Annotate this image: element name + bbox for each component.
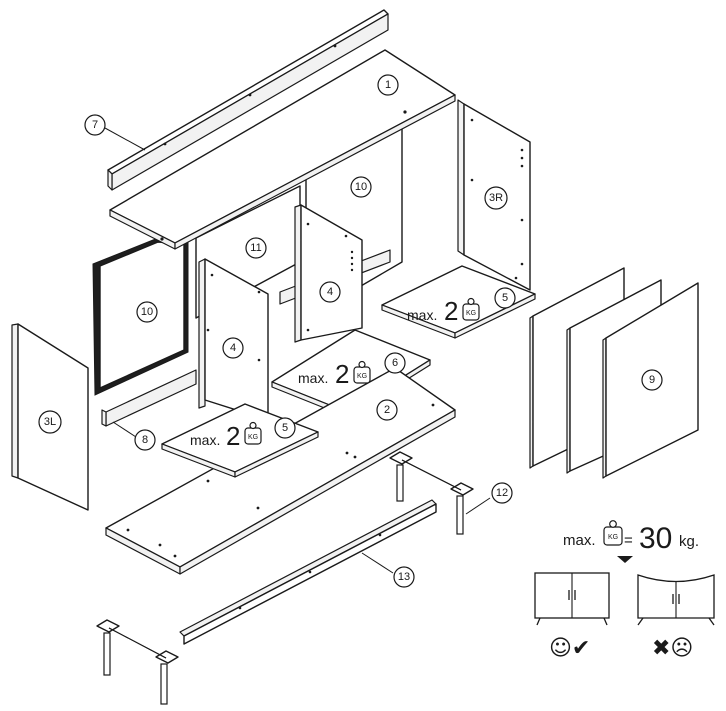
svg-text:max.: max. [190,432,220,448]
bottom-panel-2 [105,367,456,575]
rail-7 [107,9,389,191]
svg-text:6: 6 [392,357,398,369]
svg-text:13: 13 [398,571,410,583]
svg-text:11: 11 [250,242,261,254]
svg-text:2: 2 [335,359,349,389]
callout-3R: 3R [484,186,508,210]
svg-text:10: 10 [355,181,367,193]
svg-text:KG: KG [248,434,258,441]
svg-text:7: 7 [92,119,98,131]
weight-kg-icon: KG [603,520,623,546]
callout-11: 11 [245,237,267,259]
weight-kg-icon: KG [244,421,262,445]
callout-4-right: 4 [319,281,341,303]
wrong-symbol: ✖☹ [652,636,693,661]
svg-text:=: = [624,532,633,549]
top-panel-1 [109,49,456,250]
shelf-load-label-right: max. 2 KG [407,296,480,326]
svg-text:5: 5 [282,422,288,434]
svg-text:10: 10 [141,306,153,318]
svg-text:2: 2 [226,421,240,451]
callout-10-left: 10 [136,301,158,323]
svg-text:KG: KG [466,310,476,317]
svg-text:3R: 3R [489,192,503,204]
plinth-rail-8 [101,369,197,427]
shelf-load-label-middle: max. 2 KG [298,359,371,389]
svg-text:8: 8 [142,434,148,446]
svg-text:3L: 3L [44,416,56,428]
callout-2: 2 [376,399,398,421]
svg-text:✖☹: ✖☹ [652,636,693,661]
svg-text:☺✔: ☺✔ [549,636,590,661]
divider-4-right [294,204,363,343]
cabinet-correct [534,572,610,626]
callout-5-left: 5 [274,417,296,439]
leg-frame-13 [96,499,437,705]
total-load-label: max. KG = 30 kg. [563,520,699,555]
svg-text:2: 2 [384,404,390,416]
callout-12: 12 [465,482,513,515]
cabinet-wrong [637,574,715,626]
callout-4-left: 4 [222,337,244,359]
callout-10-right: 10 [350,176,372,198]
svg-text:max.: max. [407,307,437,323]
shelf-load-label-left: max. 2 KG [190,421,262,451]
callout-1: 1 [377,74,399,96]
callout-6: 6 [384,352,406,374]
callout-13: 13 [361,552,415,588]
svg-text:4: 4 [230,342,236,354]
weight-kg-icon: KG [353,360,371,384]
svg-text:5: 5 [502,292,508,304]
svg-text:KG: KG [357,373,367,380]
callout-5-right: 5 [494,287,516,309]
correct-symbol: ☺✔ [549,636,590,661]
svg-text:KG: KG [608,534,618,541]
svg-text:max.: max. [298,370,328,386]
svg-text:4: 4 [327,286,333,298]
callout-9: 9 [641,369,663,391]
svg-text:30: 30 [639,522,672,555]
weight-kg-icon: KG [462,297,480,321]
arrow-down-icon [617,556,633,563]
shelf-5-right [381,265,536,339]
leg-frame-12 [389,451,474,535]
svg-text:1: 1 [385,79,391,91]
svg-text:2: 2 [444,296,458,326]
svg-text:12: 12 [496,487,508,499]
svg-text:kg.: kg. [679,533,699,550]
svg-text:9: 9 [649,374,655,386]
door-panels-9 [529,267,699,479]
callout-3L: 3L [38,410,62,434]
svg-text:max.: max. [563,532,596,549]
callout-7: 7 [84,114,146,151]
callout-8: 8 [112,421,156,451]
